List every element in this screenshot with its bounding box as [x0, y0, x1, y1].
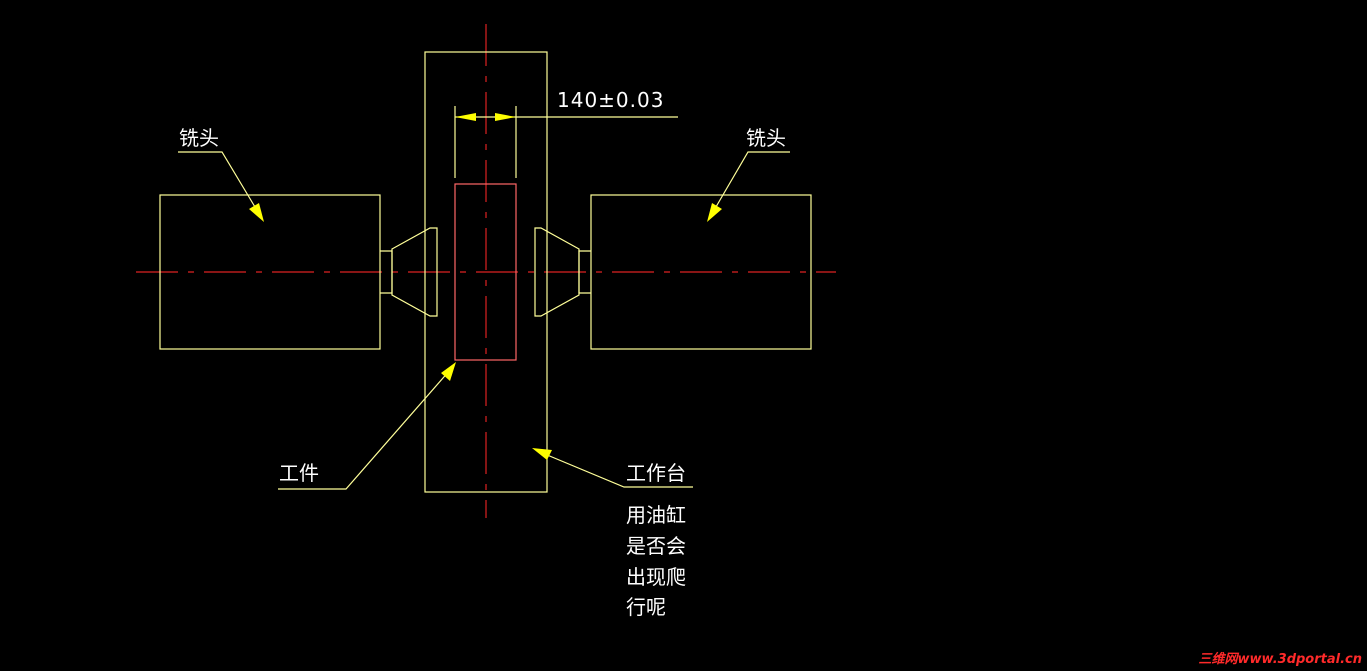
workpiece-outline: [454, 183, 517, 361]
dimension-arrow-right: [495, 113, 516, 121]
label-milling-head-left: 铣头: [179, 126, 219, 150]
question-line-1: 用油缸: [626, 503, 686, 527]
question-line-2: 是否会: [626, 534, 686, 558]
watermark: 三维网www.3dportal.cn: [1199, 651, 1362, 667]
dimension-arrow-left: [455, 113, 476, 121]
leader-line-workpiece: [278, 369, 451, 490]
leader-line-worktable: [539, 451, 693, 488]
question-line-3: 出现爬: [626, 565, 686, 589]
label-worktable: 工作台: [626, 461, 686, 485]
leader-arrow-head-right: [707, 203, 722, 222]
dimension-text: 140±0.03: [557, 88, 664, 112]
milling-cutter-left: [391, 227, 438, 317]
worktable-outline: [424, 51, 548, 493]
milling-head-right-body: [590, 194, 812, 350]
milling-head-left-body: [159, 194, 381, 350]
label-milling-head-right: 铣头: [746, 126, 786, 150]
leader-arrow-worktable: [532, 448, 552, 460]
leader-line-head-left: [178, 151, 259, 213]
label-workpiece: 工件: [279, 461, 319, 485]
question-line-4: 行呢: [626, 595, 666, 619]
leader-arrow-workpiece: [441, 362, 456, 381]
milling-cutter-right: [534, 227, 580, 317]
leader-line-head-right: [712, 151, 790, 213]
leader-arrow-head-left: [249, 203, 264, 222]
